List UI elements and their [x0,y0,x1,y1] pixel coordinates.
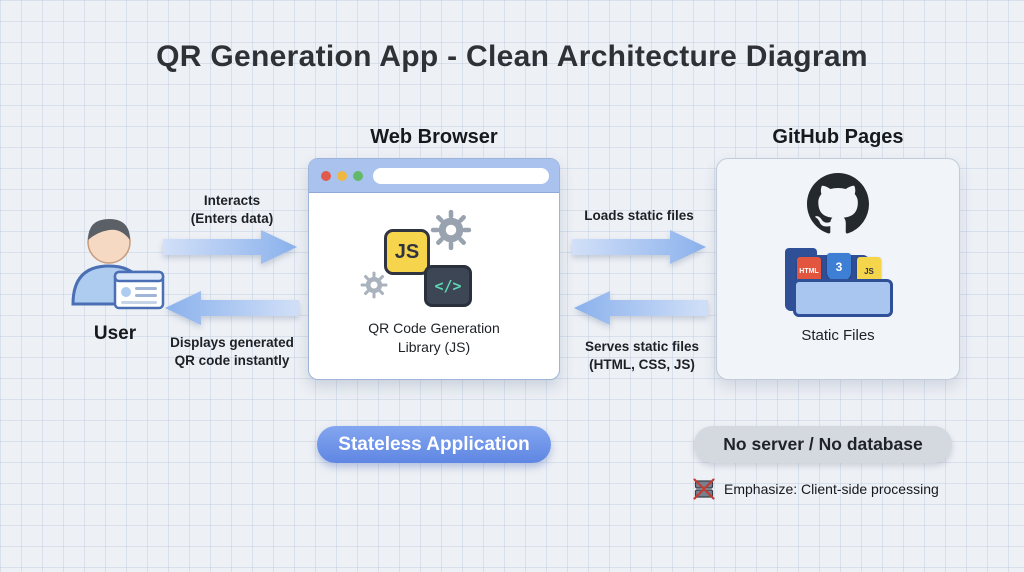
user-figure: User [52,208,178,345]
css-file-icon: 3 [827,253,851,281]
traffic-light-red-icon [321,171,331,181]
page-title: QR Generation App - Clean Architecture D… [156,40,868,73]
interacts-label: Interacts (Enters data) [190,193,274,226]
arrow-browser-to-user-icon [165,291,299,325]
web-browser-heading: Web Browser [370,126,498,148]
serves-label: Serves static files (HTML, CSS, JS) [584,339,700,372]
github-octocat-icon [807,173,869,234]
emphasize-note: Emphasize: Client-side processing [692,477,960,501]
gear-icon [430,209,472,251]
arrow-user-to-browser-icon [163,230,297,264]
user-label: User [93,323,137,344]
browser-titlebar [309,159,559,193]
js-library-illustration: JS </> [360,209,494,315]
javascript-badge-icon: JS [384,229,430,275]
loads-label: Loads static files [584,208,694,223]
static-files-illustration: HTML 3 JS [773,245,903,321]
gear-small-icon [360,271,388,299]
emphasize-text: Emphasize: Client-side processing [724,481,939,497]
code-icon: </> [424,265,472,307]
displays-label: Displays generated QR code instantly [170,335,294,368]
crossed-server-icon [693,478,715,500]
user-card-icon [113,270,165,310]
arrow-browser-to-github-icon [572,230,706,264]
user-icon [71,219,165,310]
stateless-application-badge: Stateless Application [317,426,551,463]
address-bar [373,168,549,184]
folder-front-icon [793,279,893,317]
traffic-light-green-icon [353,171,363,181]
github-pages-card: HTML 3 JS Static Files [716,158,960,380]
arrow-github-to-browser-icon [574,291,708,325]
traffic-light-yellow-icon [337,171,347,181]
no-server-badge: No server / No database [694,426,952,463]
browser-caption: QR Code Generation Library (JS) [368,320,500,355]
static-files-label: Static Files [801,327,875,344]
github-pages-heading: GitHub Pages [772,126,904,148]
web-browser-window: JS </> QR Code Generation Libr [308,158,560,380]
